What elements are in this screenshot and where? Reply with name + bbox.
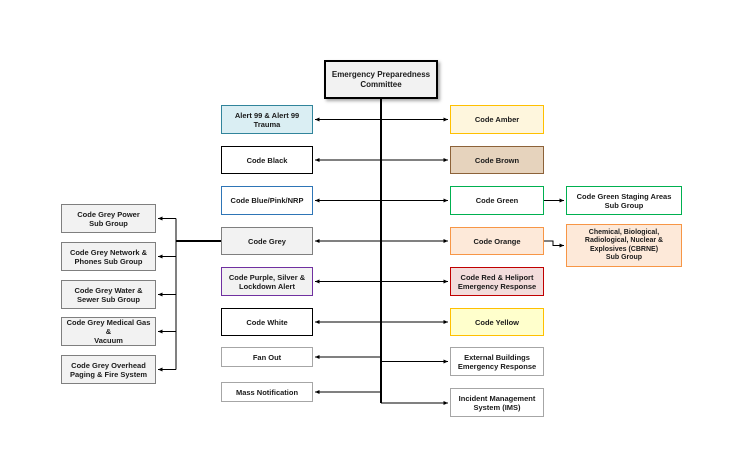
node-mass-notification: Mass Notification [221, 382, 313, 402]
node-code-grey-medical-gas: Code Grey Medical Gas & Vacuum [61, 317, 156, 346]
node-code-purple-silver-lockdown: Code Purple, Silver & Lockdown Alert [221, 267, 313, 296]
node-fan-out: Fan Out [221, 347, 313, 367]
node-alert-99: Alert 99 & Alert 99 Trauma [221, 105, 313, 134]
node-code-green-staging-areas: Code Green Staging Areas Sub Group [566, 186, 682, 215]
node-code-grey-overhead-paging: Code Grey Overhead Paging & Fire System [61, 355, 156, 384]
node-code-green: Code Green [450, 186, 544, 215]
node-code-orange: Code Orange [450, 227, 544, 255]
node-code-grey-network-phones: Code Grey Network & Phones Sub Group [61, 242, 156, 271]
node-emergency-preparedness-committee: Emergency Preparedness Committee [324, 60, 438, 99]
node-code-amber: Code Amber [450, 105, 544, 134]
node-cbrne-sub-group: Chemical, Biological, Radiological, Nucl… [566, 224, 682, 267]
node-code-black: Code Black [221, 146, 313, 174]
node-code-grey-water-sewer: Code Grey Water & Sewer Sub Group [61, 280, 156, 309]
node-code-yellow: Code Yellow [450, 308, 544, 336]
node-incident-management-system: Incident Management System (IMS) [450, 388, 544, 417]
node-code-white: Code White [221, 308, 313, 336]
node-code-grey-power: Code Grey Power Sub Group [61, 204, 156, 233]
node-code-blue-pink-nrp: Code Blue/Pink/NRP [221, 186, 313, 215]
arrow-orange-subgroup [544, 240, 564, 248]
node-code-grey: Code Grey [221, 227, 313, 255]
node-code-red-heliport: Code Red & Heliport Emergency Response [450, 267, 544, 296]
node-external-buildings: External Buildings Emergency Response [450, 347, 544, 376]
node-code-brown: Code Brown [450, 146, 544, 174]
